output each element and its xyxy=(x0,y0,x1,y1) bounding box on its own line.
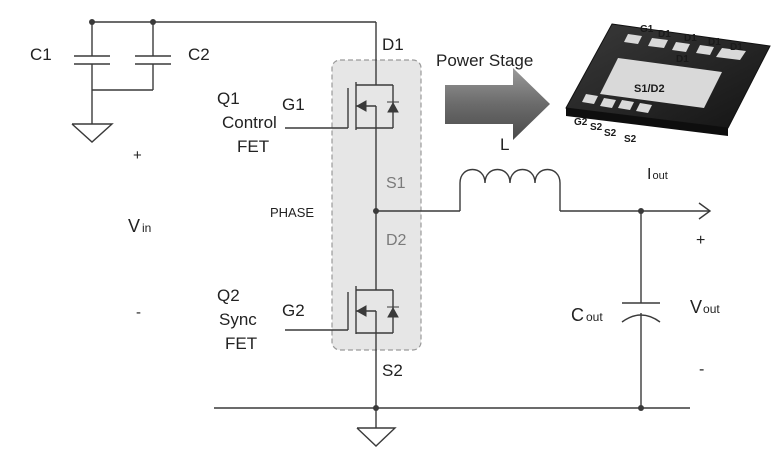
vin-minus: - xyxy=(136,304,141,321)
q1-label-line1: Q1 xyxy=(217,89,240,108)
junction-dot xyxy=(373,405,379,411)
junction-dot xyxy=(638,405,644,411)
q2-label-line1: Q2 xyxy=(217,286,240,305)
pkg-pin-d1-1: D1 xyxy=(658,29,671,40)
junction-dot xyxy=(373,208,379,214)
pkg-pin-d1-mid: D1 xyxy=(676,54,689,65)
vout-plus: + xyxy=(696,232,705,249)
pad-s2-3 xyxy=(636,103,652,113)
iout-arrowhead xyxy=(698,202,712,220)
vin-plus: + xyxy=(133,147,142,164)
junction-dot xyxy=(150,19,156,25)
pkg-pin-s2-2: S2 xyxy=(604,128,617,139)
q1-diode-triangle xyxy=(387,101,399,113)
pad-d1-4 xyxy=(716,48,746,60)
pad-s2-2 xyxy=(618,100,634,110)
g1-label: G1 xyxy=(282,95,305,114)
c1-label: C1 xyxy=(30,45,52,64)
package-icon xyxy=(565,23,771,136)
s2-label: S2 xyxy=(382,361,403,380)
pad-d1-1 xyxy=(648,38,668,48)
q1-label-line3: FET xyxy=(237,137,269,156)
vout-minus: - xyxy=(699,361,704,378)
package-side xyxy=(566,108,728,136)
s1-label: S1 xyxy=(386,175,406,192)
q2-label-line2: Sync xyxy=(219,310,257,329)
pad-g1 xyxy=(624,34,642,44)
pkg-pin-d1-3: D1 xyxy=(708,37,721,48)
q1-label-line2: Control xyxy=(222,113,277,132)
pad-d1-3 xyxy=(696,45,714,55)
junction-dot xyxy=(89,19,95,25)
phase-label: PHASE xyxy=(270,205,314,220)
inductor-coil xyxy=(459,168,561,184)
pad-s2-1 xyxy=(600,98,616,108)
junction-dot xyxy=(638,208,644,214)
pkg-pin-g1: G1 xyxy=(640,24,654,35)
pkg-center-label: S1/D2 xyxy=(634,83,665,95)
pkg-pin-s2-3: S2 xyxy=(624,134,637,145)
inductor-label: L xyxy=(500,135,509,154)
pad-g2 xyxy=(582,94,598,104)
q2-label-line3: FET xyxy=(225,334,257,353)
pad-d1-2 xyxy=(672,42,690,52)
pkg-pin-d1-4: D1 xyxy=(730,42,743,53)
iout-label: Iout xyxy=(647,166,668,183)
pkg-pin-g2: G2 xyxy=(574,117,588,128)
power-stage-label: Power Stage xyxy=(436,51,533,70)
q2-diode-triangle xyxy=(387,306,399,318)
power-stage-arrow xyxy=(445,68,550,140)
ground-symbol-top xyxy=(71,123,114,143)
ground-symbol-bottom xyxy=(356,427,397,447)
g2-label: G2 xyxy=(282,301,305,320)
d2-label: D2 xyxy=(386,232,407,249)
pkg-pin-d1-2: D1 xyxy=(684,33,697,44)
vout-label: Vout xyxy=(690,297,720,317)
pad-s1-d2 xyxy=(600,58,722,108)
q2-body-arrow xyxy=(355,305,367,317)
pkg-pin-s2-1: S2 xyxy=(590,122,603,133)
q1-body-arrow xyxy=(355,100,367,112)
c2-label: C2 xyxy=(188,45,210,64)
d1-label: D1 xyxy=(382,35,404,54)
